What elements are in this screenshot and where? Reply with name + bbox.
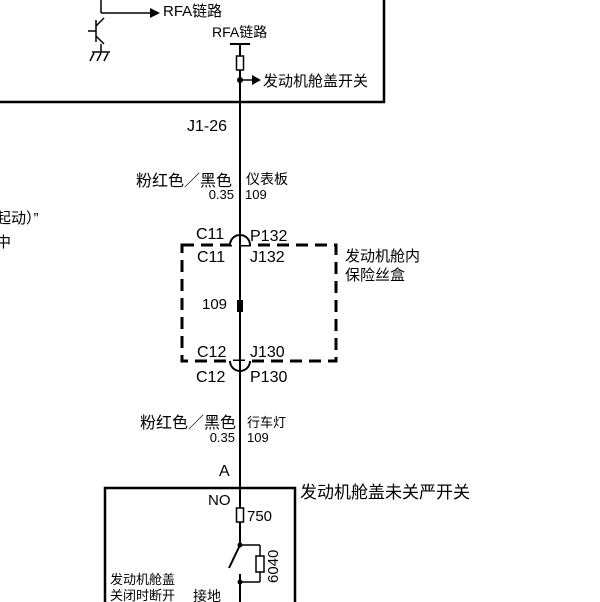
resistor-label: 6040 — [265, 550, 282, 583]
wire-upper-color: 粉红色／黑色 — [136, 172, 232, 190]
rfa-link-upper-label: RFA链路 — [163, 3, 222, 20]
switch-pin-label: A — [219, 463, 230, 480]
fuse-box — [180, 234, 338, 372]
fuse-box-name-2: 保险丝盒 — [345, 267, 405, 284]
switch-desc-1: 发动机舱盖 — [110, 572, 175, 587]
switch-desc-2: 关闭时断开 — [110, 588, 175, 602]
switch-title: 发动机舱盖未关严开关 — [300, 483, 470, 502]
wire-upper-gauge: 0.35 — [209, 187, 234, 202]
wire-upper-harness: 仪表板 — [246, 171, 288, 187]
fuse-bottom-left-inner: C12 — [197, 344, 226, 361]
fuse-bottom-right-outer: P130 — [250, 369, 287, 386]
left-fragment-1: 起动）” — [0, 210, 39, 227]
wire-upper-circuit: 109 — [245, 187, 267, 202]
fuse-top-right-inner: J132 — [250, 249, 285, 266]
inline-connector — [235, 55, 245, 71]
transistor-icon — [88, 0, 150, 62]
fuse-top-right-outer: P132 — [250, 228, 287, 245]
rfa-arrow-upper-icon — [150, 8, 160, 18]
wire-lower-harness: 行车灯 — [247, 415, 286, 430]
fuse-box-name-1: 发动机舱内 — [345, 248, 420, 265]
switch-contact-icon — [228, 544, 241, 569]
wire-lower-circuit: 109 — [247, 430, 269, 445]
left-fragment-2: 中 — [0, 234, 11, 251]
fuse-top-left-outer: C11 — [196, 226, 224, 243]
hood-switch-label: 发动机舱盖开关 — [263, 73, 368, 90]
fuse-circuit: 109 — [202, 296, 227, 313]
switch-connector-label: 750 — [247, 508, 272, 525]
switch-connector — [235, 507, 245, 523]
connector-j1-label: J1-26 — [187, 118, 227, 135]
resistor-icon — [255, 555, 265, 573]
switch-module-box — [103, 486, 297, 602]
switch-ground-label: 接地 — [193, 588, 221, 602]
hood-switch-arrow-icon — [252, 75, 261, 85]
rfa-link-lower-label: RFA链路 — [212, 24, 267, 40]
wire-lower-gauge: 0.35 — [210, 430, 235, 445]
upper-module — [0, 0, 386, 104]
fuse-top-left-inner: C11 — [197, 249, 225, 266]
fuse-bottom-left-outer: C12 — [196, 369, 225, 386]
switch-bottom-dot — [237, 579, 243, 585]
switch-state: NO — [208, 492, 231, 509]
fuse-element — [237, 300, 243, 312]
fuse-bottom-right-inner: J130 — [250, 344, 285, 361]
wire-lower-color: 粉红色／黑色 — [140, 414, 236, 432]
